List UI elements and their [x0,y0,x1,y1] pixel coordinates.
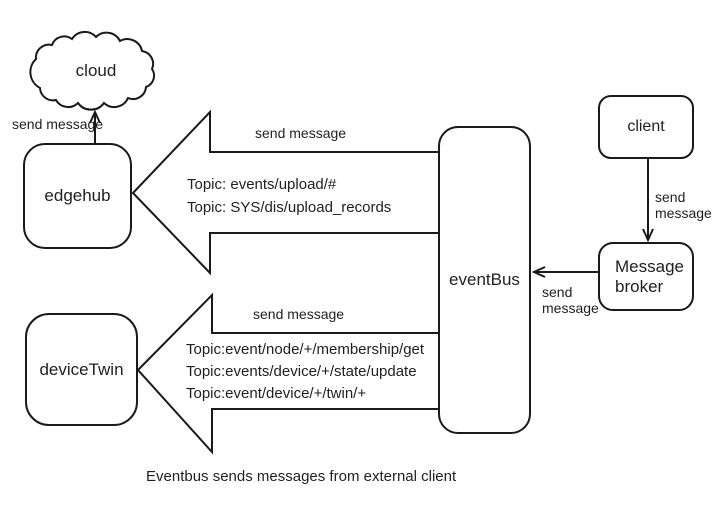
node-client-label: client [627,118,665,135]
topic-line: Topic: SYS/dis/upload_records [187,199,392,216]
client-to-broker-label: send message [655,189,712,221]
bus-to-devicetwin-topics: Topic:event/node/+/membership/get Topic:… [186,339,424,405]
edgehub-to-cloud-label: send message [12,116,104,132]
node-eventbus-label: eventBus [449,270,520,289]
topic-line: Topic:event/node/+/membership/get [186,341,425,358]
bus-to-edgehub-label: send message [255,125,347,141]
node-devicetwin: deviceTwin [25,313,138,426]
topic-line: Topic:events/device/+/state/update [186,363,417,380]
node-message-broker-label: Message broker [615,256,684,296]
node-client: client [598,95,694,159]
node-edgehub-label: edgehub [44,186,111,205]
diagram-caption: Eventbus sends messages from external cl… [146,468,457,485]
bus-to-edgehub-topics: Topic: events/upload/# Topic: SYS/dis/up… [187,173,391,219]
node-edgehub: edgehub [23,143,132,249]
node-cloud-label: cloud [75,61,117,80]
cloud-shape [29,30,155,111]
node-message-broker: Message broker [598,242,694,311]
broker-to-bus-label: send message [542,284,599,316]
topic-line: Topic:event/device/+/twin/+ [186,385,367,402]
bus-to-devicetwin-label: send message [253,306,345,322]
node-devicetwin-label: deviceTwin [39,359,124,379]
node-eventbus: eventBus [438,126,531,434]
topic-line: Topic: events/upload/# [187,176,337,193]
